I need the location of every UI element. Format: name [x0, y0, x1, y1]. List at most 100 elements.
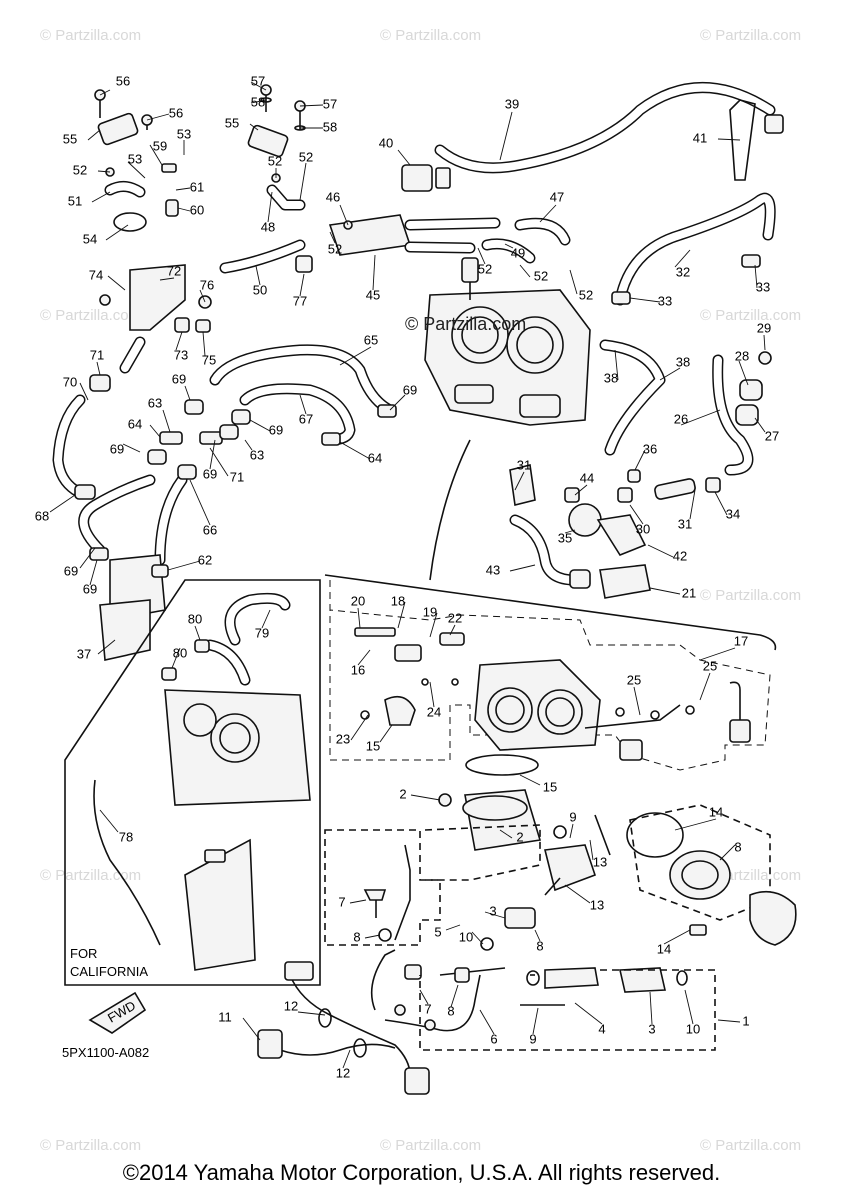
callout-number: 17: [734, 633, 748, 648]
callout-number: 52: [534, 268, 548, 283]
leader-line: [357, 649, 371, 666]
throttle-body-upper: © Partzilla.com: [405, 257, 591, 426]
leader-line: [171, 647, 181, 669]
leader-line: [299, 394, 307, 415]
leader-line: [389, 394, 406, 411]
diagram-code: 5PX1100-A082: [62, 1045, 149, 1060]
leader-line: [614, 349, 619, 381]
callout-number: 74: [89, 267, 103, 282]
leader-line: [450, 984, 459, 1008]
leader-line: [255, 265, 261, 286]
callout-number: 37: [77, 646, 91, 661]
leader-line: [350, 714, 369, 741]
leader-line: [149, 144, 163, 166]
callout-number: 28: [735, 348, 749, 363]
callout-number: 69: [269, 422, 283, 437]
leader-line: [97, 639, 116, 655]
leader-line: [342, 1049, 351, 1069]
center-watermark: © Partzilla.com: [405, 314, 526, 334]
leader-line: [249, 123, 259, 131]
callout-number: 25: [703, 658, 717, 673]
callout-number: 8: [447, 1003, 454, 1018]
callout-number: 80: [173, 645, 187, 660]
callout-number: 52: [268, 153, 282, 168]
leader-line: [499, 111, 513, 161]
leader-line: [714, 491, 728, 516]
fwd-arrow: FWD: [88, 991, 147, 1034]
leader-line: [504, 243, 514, 249]
leader-line: [410, 794, 441, 801]
callout-number: 7: [424, 1001, 431, 1016]
callout-number: 1: [742, 1013, 749, 1028]
callout-number: 33: [658, 293, 672, 308]
callout-number: 70: [63, 374, 77, 389]
leader-line: [175, 331, 183, 351]
watermark: © Partzilla.com: [700, 1137, 801, 1154]
leader-line: [175, 187, 191, 191]
leader-line: [242, 1017, 261, 1041]
callout-number: 46: [326, 189, 340, 204]
fuel-injector-assembly: [324, 814, 716, 1051]
callout-number: 25: [627, 672, 641, 687]
leader-line: [539, 204, 557, 223]
callout-number: 19: [423, 604, 437, 619]
callout-number: 76: [200, 277, 214, 292]
leader-line: [299, 273, 305, 297]
callout-number: 55: [225, 115, 239, 130]
callout-number: 50: [253, 282, 267, 297]
callout-number: 4: [598, 1021, 605, 1036]
callout-number: 2: [399, 786, 406, 801]
leader-line: [250, 81, 267, 91]
callout-number: 53: [177, 126, 191, 141]
left-hoses: [52, 264, 397, 566]
leader-line: [738, 360, 749, 386]
callout-number: 49: [511, 245, 525, 260]
leader-line: [379, 724, 393, 743]
leader-line: [250, 99, 267, 104]
callout-number: 32: [676, 264, 690, 279]
callout-number: 64: [128, 416, 142, 431]
leader-line: [633, 686, 641, 716]
watermark: © Partzilla.com: [380, 27, 481, 44]
leader-line: [299, 162, 307, 201]
callout-number: 62: [198, 552, 212, 567]
california-inset: FOR CALIFORNIA: [64, 579, 321, 986]
leader-line: [167, 560, 201, 571]
callout-number: 7: [338, 894, 345, 909]
callout-number: 23: [336, 731, 350, 746]
callout-number: 21: [682, 585, 696, 600]
leader-line: [122, 443, 141, 453]
callout-number: 69: [64, 563, 78, 578]
leader-line: [146, 113, 170, 121]
leader-line: [261, 609, 271, 629]
leader-line: [299, 104, 324, 107]
callout-number: 38: [604, 370, 618, 385]
callout-number: 52: [299, 149, 313, 164]
leader-line: [674, 818, 717, 831]
callout-number: 77: [293, 293, 307, 308]
leader-line: [429, 612, 438, 638]
leader-line: [519, 774, 541, 786]
leader-line: [339, 204, 349, 226]
leader-line: [184, 385, 191, 401]
callout-number: 69: [172, 371, 186, 386]
leader-line: [684, 989, 694, 1025]
leader-line: [339, 346, 372, 366]
leader-line: [589, 839, 594, 861]
callout-number: 59: [153, 138, 167, 153]
leader-line: [647, 544, 674, 558]
leader-line: [96, 361, 101, 376]
callout-number: 57: [323, 96, 337, 111]
callout-number: 31: [517, 457, 531, 472]
callout-number: 3: [489, 903, 496, 918]
callout-number: 48: [261, 219, 275, 234]
watermark: © Partzilla.com: [380, 1137, 481, 1154]
leader-line: [534, 929, 541, 942]
leader-line: [162, 409, 171, 433]
callout-number: 8: [536, 938, 543, 953]
leader-line: [719, 844, 736, 861]
leader-line: [564, 884, 591, 904]
callout-number: 20: [351, 593, 365, 608]
callout-number: 13: [590, 897, 604, 912]
leader-line: [249, 419, 271, 432]
